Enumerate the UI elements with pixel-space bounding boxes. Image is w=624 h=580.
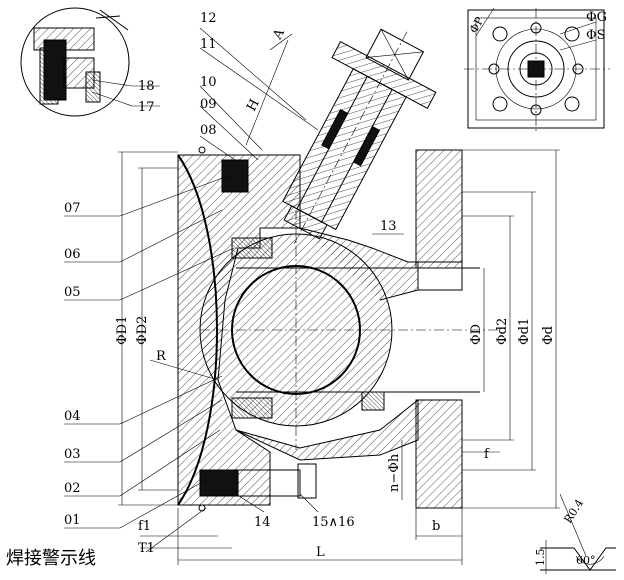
callout-18: 18 xyxy=(138,79,155,94)
dim-angle-60: 60° xyxy=(576,554,596,567)
dim-radius: R xyxy=(156,349,167,364)
dim-phi-d1-left: ΦD1 xyxy=(115,316,130,345)
dim-h: H xyxy=(244,97,263,114)
dim-phi-p: ΦP xyxy=(467,14,486,35)
dim-phi-d-outer: Φd xyxy=(541,326,556,345)
dim-phi-g: ΦG xyxy=(586,10,607,25)
dim-phi-d2: Φd2 xyxy=(495,318,510,345)
callout-14: 14 xyxy=(254,515,271,530)
callout-03: 03 xyxy=(64,447,81,462)
dim-phi-d: ΦD xyxy=(469,324,484,345)
dim-r04: R0.4 xyxy=(562,497,587,526)
dim-n-h: n−Φh xyxy=(387,453,402,492)
dim-f: f xyxy=(484,447,490,462)
dim-phi-d2-left: ΦD2 xyxy=(135,316,150,345)
callout-12: 12 xyxy=(200,11,217,26)
callout-06: 06 xyxy=(64,247,81,262)
weld-warning-label: 焊接警示线 xyxy=(6,548,96,569)
dim-length: L xyxy=(316,545,325,560)
callout-leaders xyxy=(64,27,404,553)
callout-01: 01 xyxy=(64,513,81,528)
stem-assembly xyxy=(282,28,437,244)
detail-view xyxy=(20,7,160,117)
callout-17: 17 xyxy=(138,100,155,115)
dim-t1: T1 xyxy=(138,541,155,556)
callout-10: 10 xyxy=(200,75,217,90)
dimension-lines xyxy=(118,33,560,565)
callout-07: 07 xyxy=(64,201,81,216)
dim-f1: f1 xyxy=(138,519,151,534)
callout-08: 08 xyxy=(200,123,217,138)
dim-depth-1-5: 1.5 xyxy=(534,549,547,567)
callout-15-16: 15∧16 xyxy=(312,515,355,530)
callout-04: 04 xyxy=(64,409,81,424)
dim-phi-s: ΦS xyxy=(586,28,606,43)
weld-groove-detail xyxy=(540,493,616,574)
top-view xyxy=(464,7,610,132)
dim-phi-d1: Φd1 xyxy=(517,318,532,345)
callout-13: 13 xyxy=(380,219,397,234)
callout-05: 05 xyxy=(64,285,81,300)
dim-b: b xyxy=(432,519,440,534)
dim-a: A xyxy=(270,26,288,43)
callout-11: 11 xyxy=(200,37,217,52)
valve-body xyxy=(149,146,500,512)
callout-02: 02 xyxy=(64,481,81,496)
callout-09: 09 xyxy=(200,97,217,112)
